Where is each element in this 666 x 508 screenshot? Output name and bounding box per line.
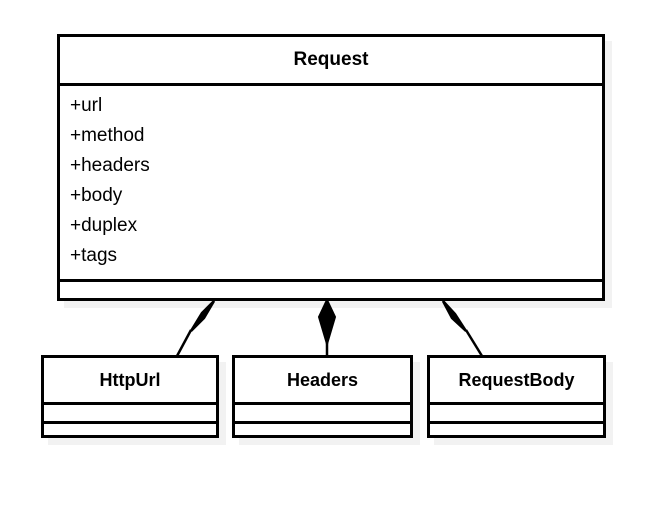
class-box-httpurl[interactable]: HttpUrl (41, 355, 219, 438)
attribute-row: +body (70, 185, 123, 206)
class-attributes-requestbody (430, 402, 603, 421)
class-methods-requestbody (430, 421, 603, 440)
composition-request-requestbody (441, 300, 484, 357)
class-name-request: Request (293, 49, 369, 70)
class-name-httpurl: HttpUrl (99, 370, 161, 390)
attribute-row: +duplex (70, 215, 138, 236)
attribute-row: +url (70, 95, 103, 116)
class-name-headers: Headers (286, 370, 359, 390)
class-box-headers[interactable]: Headers (232, 355, 413, 438)
composition-line-requestbody (464, 329, 484, 357)
attribute-row: +tags (70, 245, 118, 266)
attribute-row: +headers (70, 155, 150, 176)
composition-line-httpurl (175, 329, 193, 357)
composition-request-headers (317, 297, 337, 356)
class-box-requestbody[interactable]: RequestBody (427, 355, 606, 438)
class-attributes-headers (235, 402, 410, 421)
composition-request-httpurl (175, 300, 216, 357)
class-box-request[interactable]: Request +url +method +headers +body +dup… (57, 34, 605, 301)
class-name-requestbody: RequestBody (458, 370, 575, 390)
class-attributes-request: +url +method +headers +body +duplex +tag… (60, 83, 602, 279)
attribute-row: +method (70, 125, 145, 146)
class-methods-request (60, 279, 602, 298)
class-attributes-httpurl (44, 402, 216, 421)
class-methods-httpurl (44, 421, 216, 440)
class-methods-headers (235, 421, 410, 440)
